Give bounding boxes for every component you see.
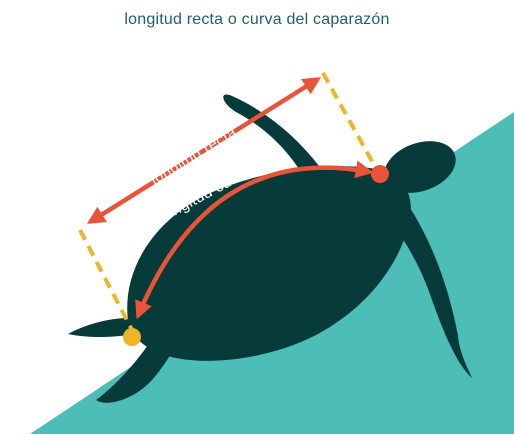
- back-measurement-point: [123, 328, 141, 346]
- straight-length-arrow: [86, 77, 322, 224]
- dashed-guide-back: [78, 229, 134, 331]
- diagram-title: longitud recta o curva del caparazón: [124, 11, 390, 28]
- front-measurement-point: [371, 165, 389, 183]
- curved-length-arrow: [135, 160, 374, 320]
- dashed-guide-front: [321, 72, 380, 173]
